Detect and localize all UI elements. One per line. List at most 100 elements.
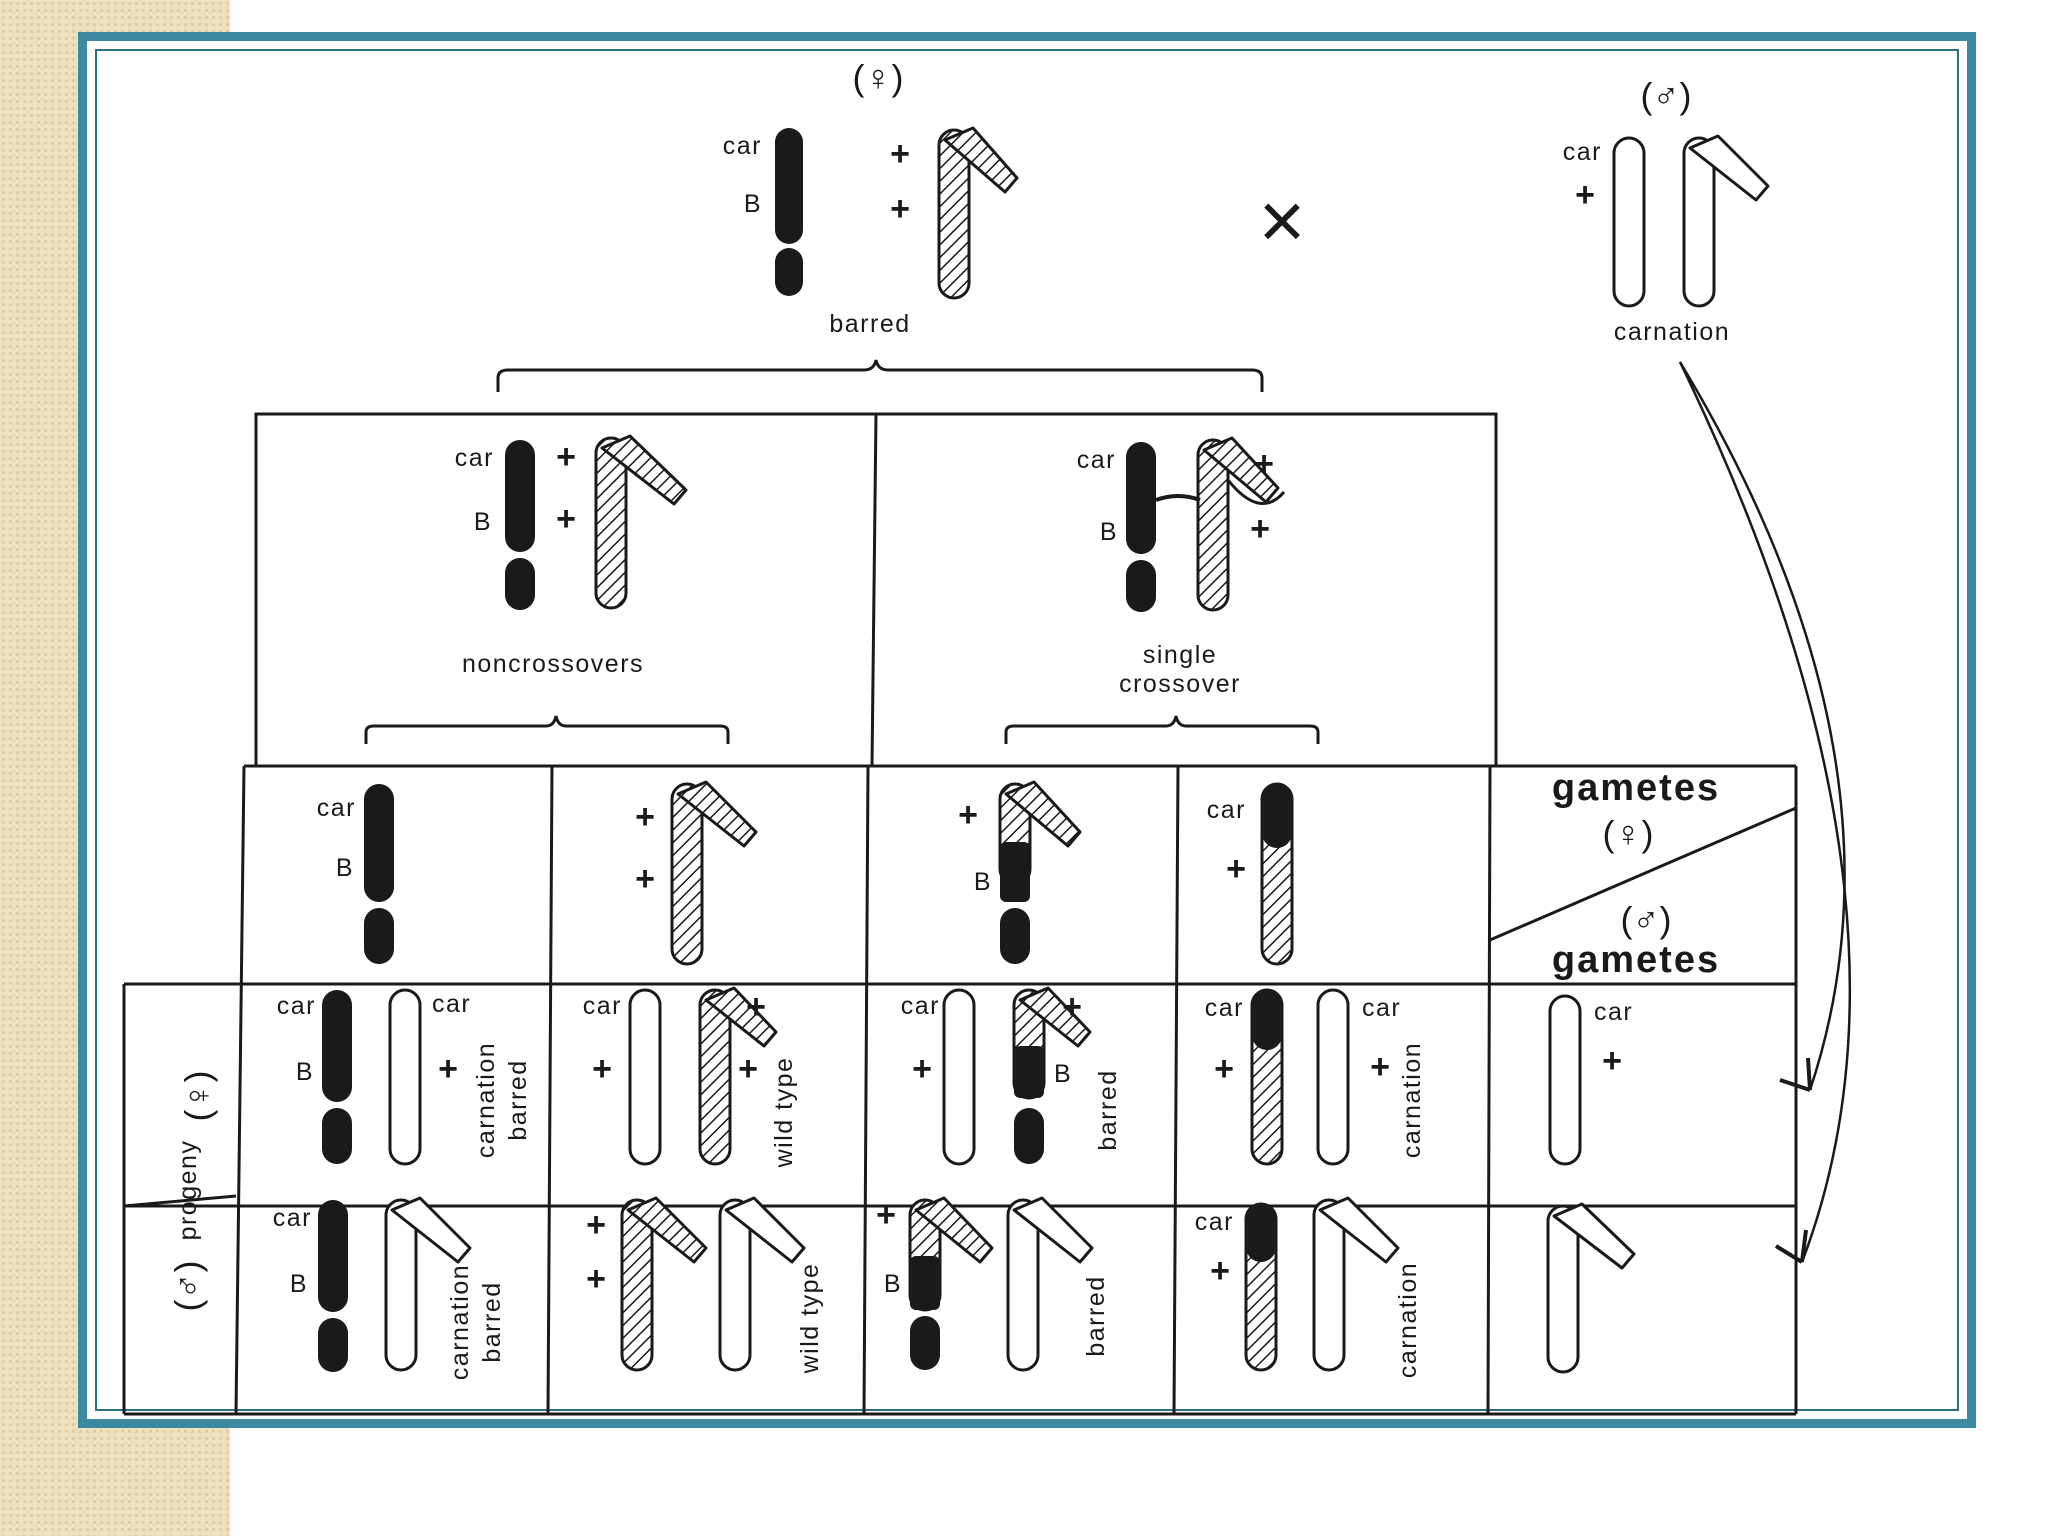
allele-label-car: car (723, 132, 762, 160)
allele-label-car: car (1563, 138, 1602, 166)
allele-label-plus: + (958, 796, 978, 834)
male-symbol: (♂) (1621, 899, 1672, 940)
crossover-chiasma (1156, 496, 1200, 500)
noncrossovers-label: noncrossovers (462, 650, 644, 678)
phenotype-label: barred (1082, 1275, 1110, 1356)
crossover-label: crossover (1119, 670, 1241, 698)
female-symbol: (♀) (1603, 813, 1654, 854)
gamete-wild-y: + + (635, 782, 756, 964)
female-symbol: (♀) (853, 57, 904, 98)
allele-label-plus: + (1214, 1050, 1234, 1088)
phenotype-label: carnation (472, 1042, 500, 1158)
progeny-male-carnation: car + carnation (1195, 1198, 1422, 1378)
allele-label-plus: + (1062, 988, 1082, 1026)
x-chromosome-white (1614, 138, 1644, 306)
noncrossover-pair: car B + + noncrossovers (455, 436, 686, 678)
allele-label-plus: + (556, 438, 576, 476)
allele-label-plus: + (592, 1050, 612, 1088)
phenotype-label: carnation (446, 1264, 474, 1380)
female-symbol: (♀) (177, 1071, 218, 1122)
single-label: single (1143, 641, 1217, 669)
allele-label-b: B (884, 1270, 902, 1298)
progeny-female-carnation: car + car + carnation (1205, 990, 1426, 1164)
barred-chromosome-lower (775, 248, 803, 296)
phenotype-label: wild type (796, 1263, 824, 1375)
barred-chromosome-upper (775, 128, 803, 244)
allele-label-car: car (1205, 994, 1244, 1022)
barred-chromosome-lower (505, 558, 535, 610)
allele-label-plus: + (556, 500, 576, 538)
allele-label-plus: + (890, 135, 910, 173)
allele-label-plus: + (746, 988, 766, 1026)
allele-label-plus: + (738, 1050, 758, 1088)
progeny-female-carnation-barred: car B car + carnation barred (277, 990, 532, 1164)
male-gamete-y (1548, 1204, 1634, 1372)
allele-label-b: B (290, 1270, 308, 1298)
y-chromosome-white (1684, 136, 1768, 306)
allele-label-plus: + (635, 860, 655, 898)
allele-label-plus: + (1254, 445, 1274, 483)
allele-label-car: car (432, 990, 471, 1018)
phenotype-label: carnation (1394, 1262, 1422, 1378)
progeny-female-barred: car + + B barred (901, 988, 1122, 1164)
male-parent: (♂) car + carnation (1563, 75, 1768, 346)
arrow-head (1776, 1230, 1806, 1262)
male-symbol: (♂) (1641, 75, 1692, 116)
gametes-male-label: gametes (1552, 939, 1720, 981)
brace-divider (1006, 716, 1318, 744)
allele-label-plus: + (586, 1260, 606, 1298)
allele-label-b: B (336, 854, 354, 882)
allele-label-plus: + (890, 190, 910, 228)
gamete-recombinant-b: + B (958, 782, 1080, 964)
allele-label-plus: + (586, 1206, 606, 1244)
brace-divider (498, 360, 1262, 392)
male-gamete-x: car + (1550, 996, 1633, 1164)
allele-label-b: B (744, 190, 762, 218)
allele-label-plus: + (1226, 850, 1246, 888)
allele-label-plus: + (1575, 176, 1595, 214)
female-parent: (♀) car B + + barred (723, 57, 1017, 338)
phenotype-label: wild type (770, 1057, 798, 1169)
phenotype-barred-label: barred (829, 310, 910, 338)
phenotype-label: barred (504, 1059, 532, 1140)
allele-label-car: car (901, 992, 940, 1020)
allele-label-plus: + (1210, 1252, 1230, 1290)
allele-label-b: B (1100, 518, 1118, 546)
allele-label-plus: + (1250, 510, 1270, 548)
allele-label-car: car (1207, 796, 1246, 824)
single-crossover-pair: car B + + single crossover (1077, 438, 1284, 698)
gamete-car-b: car B (317, 784, 394, 964)
barred-chromosome-upper (505, 440, 535, 552)
allele-label-car: car (273, 1204, 312, 1232)
allele-label-car: car (1594, 998, 1633, 1026)
allele-label-car: car (1077, 446, 1116, 474)
allele-label-plus: + (912, 1050, 932, 1088)
arrow-curve (1680, 362, 1850, 1262)
allele-label-b: B (974, 868, 992, 896)
phenotype-label: barred (1094, 1069, 1122, 1150)
allele-label-car: car (317, 794, 356, 822)
gametes-female-label: gametes (1552, 767, 1720, 809)
allele-label-plus: + (1370, 1048, 1390, 1086)
progeny-male-barred: + B barred (876, 1196, 1110, 1370)
phenotype-carnation-label: carnation (1614, 318, 1730, 346)
phenotype-label: carnation (1398, 1042, 1426, 1158)
phenotype-label: barred (478, 1281, 506, 1362)
allele-label-plus: + (1602, 1042, 1622, 1080)
allele-label-plus: + (438, 1050, 458, 1088)
allele-label-car: car (1195, 1208, 1234, 1236)
gamete-recombinant-car: car + (1207, 784, 1292, 964)
allele-label-car: car (583, 992, 622, 1020)
allele-label-b: B (474, 508, 492, 536)
brace-divider (366, 716, 728, 744)
allele-label-car: car (277, 992, 316, 1020)
progeny-label: progeny (174, 1140, 202, 1241)
allele-label-b: B (296, 1058, 314, 1086)
allele-label-b: B (1054, 1060, 1072, 1088)
allele-label-plus: + (635, 798, 655, 836)
cross-symbol: × (1259, 176, 1306, 265)
y-chromosome-hatched (939, 128, 1017, 298)
allele-label-car: car (1362, 994, 1401, 1022)
allele-label-car: car (455, 444, 494, 472)
